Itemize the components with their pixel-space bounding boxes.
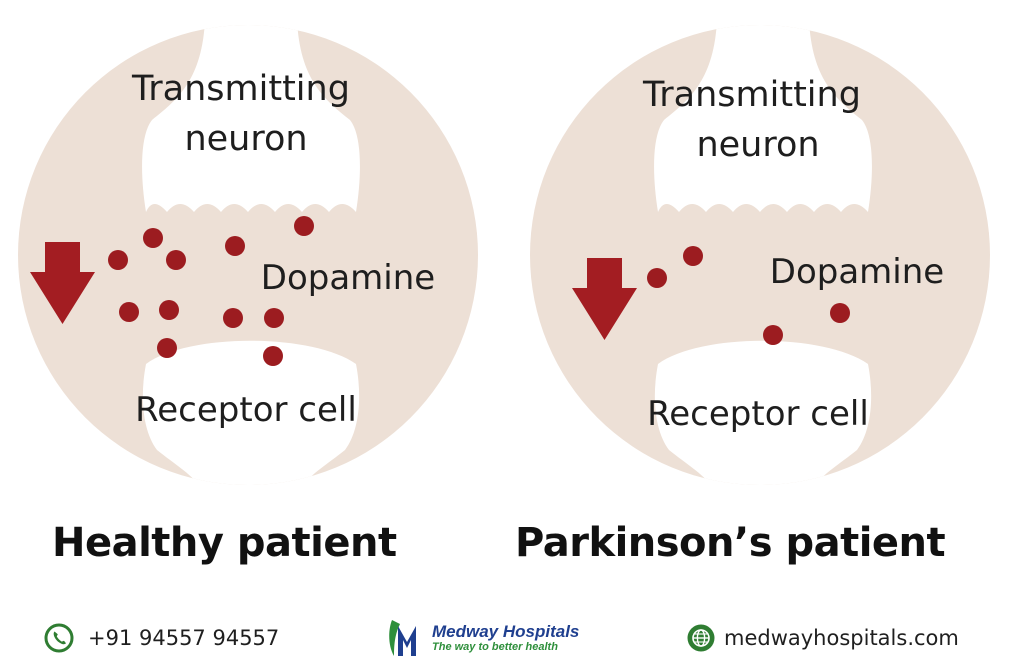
phone-number: +91 94557 94557: [88, 626, 280, 650]
website-url: medwayhospitals.com: [724, 626, 959, 650]
dopamine-molecule: [143, 228, 163, 248]
dopamine-molecule: [830, 303, 850, 323]
transmitting-neuron-shape: [654, 25, 872, 212]
dopamine-molecule: [223, 308, 243, 328]
hospital-logo: Medway Hospitals The way to better healt…: [386, 612, 579, 664]
dopamine-label: Dopamine: [770, 252, 944, 292]
dopamine-molecule: [159, 300, 179, 320]
caption-healthy-patient: Healthy patient: [52, 520, 397, 566]
dopamine-molecules: [647, 246, 850, 345]
synapse-circle: [530, 25, 990, 485]
dopamine-molecules: [108, 216, 314, 366]
transmitting-neuron-label-line2: neuron: [184, 119, 307, 159]
caption-parkinsons-patient: Parkinson’s patient: [515, 520, 946, 566]
dopamine-molecule: [294, 216, 314, 236]
transmitting-neuron-shape: [142, 25, 360, 212]
logo-name: Medway Hospitals: [432, 621, 580, 641]
dopamine-molecule: [157, 338, 177, 358]
dopamine-molecule: [119, 302, 139, 322]
dopamine-molecule: [683, 246, 703, 266]
dopamine-molecule: [763, 325, 783, 345]
transmitting-neuron-label-line1: Transmitting: [131, 69, 350, 109]
panel-parkinsons: Transmitting neuron Dopamine Receptor ce…: [530, 25, 990, 485]
dopamine-molecule: [108, 250, 128, 270]
phone-icon: [44, 623, 74, 653]
receptor-cell-shape: [142, 340, 360, 485]
dopamine-molecule: [225, 236, 245, 256]
dopamine-label: Dopamine: [261, 258, 435, 298]
transmitting-neuron-label-line1: Transmitting: [642, 75, 861, 115]
receptor-cell-label: Receptor cell: [647, 394, 869, 434]
footer-website[interactable]: medwayhospitals.com: [686, 612, 959, 664]
dopamine-molecule: [166, 250, 186, 270]
receptor-cell-shape: [654, 340, 872, 485]
dopamine-molecule: [647, 268, 667, 288]
globe-icon: [687, 624, 715, 652]
panel-healthy: Transmitting neuron Dopamine Receptor ce…: [18, 25, 478, 485]
medway-logo-icon: [389, 620, 416, 656]
down-arrow-icon: [572, 258, 637, 340]
down-arrow-icon: [30, 242, 95, 324]
transmitting-neuron-label-line2: neuron: [696, 125, 819, 165]
footer-phone[interactable]: +91 94557 94557: [44, 612, 279, 664]
dopamine-molecule: [263, 346, 283, 366]
logo-tagline: The way to better health: [432, 640, 558, 653]
synapse-circle: [18, 25, 478, 485]
dopamine-molecule: [264, 308, 284, 328]
receptor-cell-label: Receptor cell: [135, 390, 357, 430]
